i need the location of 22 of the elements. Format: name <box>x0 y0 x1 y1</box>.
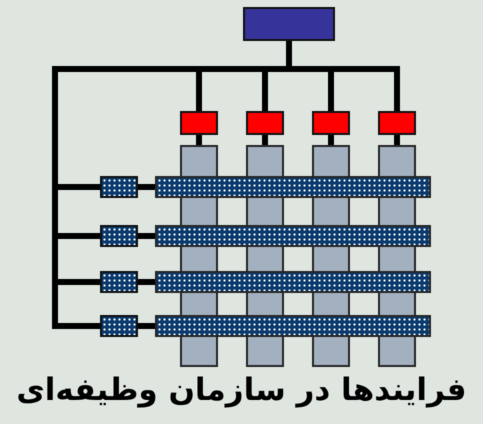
connector-line <box>138 233 155 239</box>
connector-line <box>196 135 202 145</box>
manager-box <box>312 111 350 135</box>
process-owner-box <box>100 271 138 293</box>
process-bar <box>155 225 431 247</box>
connector-line <box>138 184 155 190</box>
connector-line <box>394 135 400 145</box>
process-owner-box <box>100 315 138 337</box>
process-owner-box <box>100 225 138 247</box>
process-bar <box>155 176 431 198</box>
connector-line <box>138 279 155 285</box>
executive-box <box>243 7 335 41</box>
caption: فرایندها در سازمان وظیفه‌ای <box>15 372 468 408</box>
connector-line <box>262 135 268 145</box>
connector-line <box>328 135 334 145</box>
process-owner-box <box>100 176 138 198</box>
manager-box <box>378 111 416 135</box>
manager-box <box>180 111 218 135</box>
connector-line <box>138 323 155 329</box>
process-bar <box>155 315 431 337</box>
manager-box <box>246 111 284 135</box>
process-bar <box>155 271 431 293</box>
